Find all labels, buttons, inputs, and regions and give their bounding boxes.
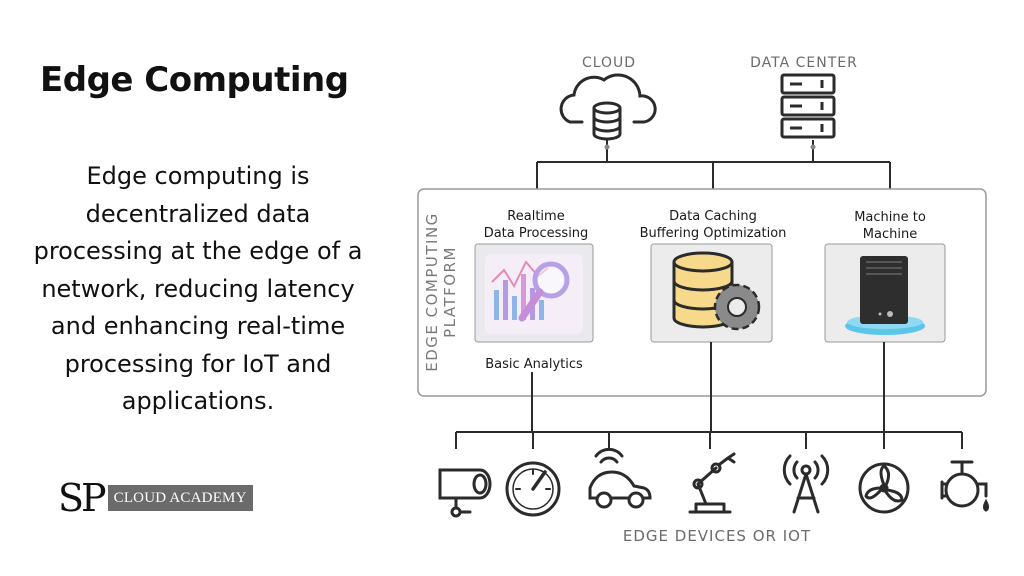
- fan-icon: [858, 462, 910, 514]
- camera-icon: [438, 468, 492, 518]
- robot-arm-icon: [688, 452, 736, 514]
- card-caching-title-2: Buffering Optimization: [640, 226, 787, 241]
- cloud-label: CLOUD: [582, 55, 636, 71]
- analytics-chart-icon: [485, 254, 583, 334]
- card-realtime-footer: Basic Analytics: [485, 357, 583, 372]
- logo: SP CLOUD ACADEMY: [58, 478, 253, 518]
- card-m2m-title-1: Machine to: [854, 210, 926, 225]
- bottom-connectors: [455, 342, 963, 449]
- data-center-icon: [780, 73, 836, 139]
- antenna-tower-icon: [782, 454, 830, 514]
- card-m2m-title-2: Machine: [863, 227, 917, 242]
- page-title: Edge Computing: [40, 60, 349, 100]
- platform-label-line2: PLATFORM: [441, 246, 459, 338]
- database-gear-icon: [672, 251, 761, 331]
- connected-car-icon: [588, 447, 652, 509]
- edge-devices-label: EDGE DEVICES OR IOT: [623, 527, 811, 545]
- logo-mark: SP: [58, 476, 107, 520]
- server-tower-icon: [845, 256, 925, 335]
- description-text: Edge computing is decentralized data pro…: [33, 162, 363, 415]
- gauge-icon: [505, 461, 561, 517]
- card-realtime-title-2: Data Processing: [484, 226, 589, 241]
- connector-dot: [604, 144, 610, 150]
- logo-text: CLOUD ACADEMY: [107, 485, 253, 511]
- valve-icon: [940, 460, 989, 512]
- card-realtime-title-1: Realtime: [507, 209, 564, 224]
- card-caching-title-1: Data Caching: [669, 209, 757, 224]
- top-connectors: [536, 140, 891, 208]
- cloud-icon: [559, 73, 657, 141]
- connector-dot: [810, 144, 816, 150]
- datacenter-label: DATA CENTER: [750, 55, 858, 71]
- platform-label-line1: EDGE COMPUTING: [423, 212, 441, 372]
- platform-label: EDGE COMPUTING PLATFORM: [423, 212, 459, 372]
